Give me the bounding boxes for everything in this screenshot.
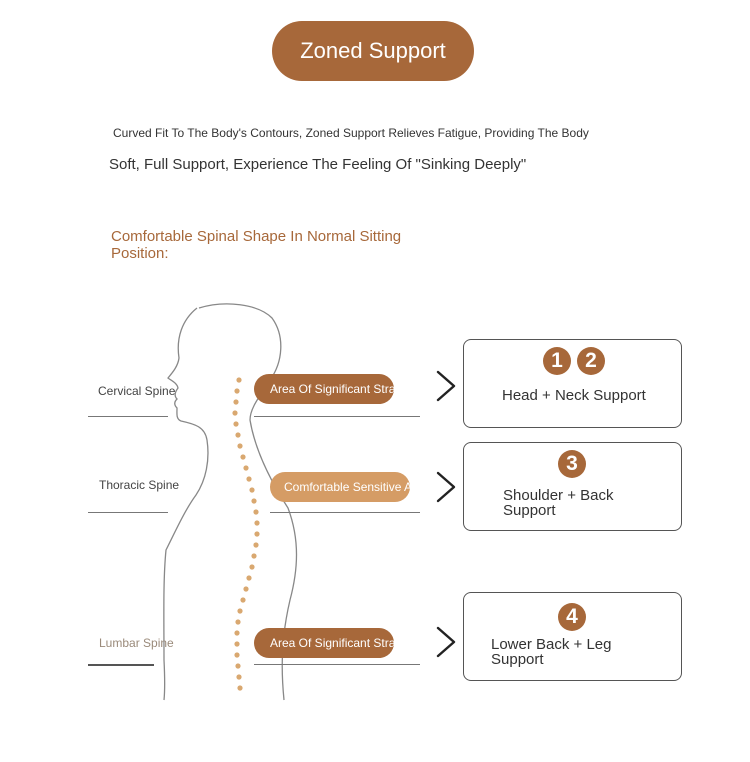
- chevron-right-icon: [436, 471, 456, 503]
- number-badge: 4: [558, 603, 586, 631]
- card-label: Lower Back + Leg Support: [491, 636, 612, 668]
- cervical-spine-label: Cervical Spine: [98, 384, 176, 398]
- zone-pill-sensitive: Comfortable Sensitive Area: [270, 472, 410, 502]
- posture-heading: Comfortable Spinal Shape In Normal Sitti…: [111, 228, 402, 262]
- thoracic-spine-label: Thoracic Spine: [99, 478, 180, 492]
- support-card-shoulder-back: 3 Shoulder + Back Support: [463, 442, 682, 531]
- support-card-lower-back-leg: 4 Lower Back + Leg Support: [463, 592, 682, 681]
- intro-line-2: Soft, Full Support, Experience The Feeli…: [109, 156, 527, 173]
- intro-line-1: Curved Fit To The Body's Contours, Zoned…: [113, 126, 589, 140]
- divider: [88, 416, 168, 417]
- number-badge: 1: [543, 347, 571, 375]
- lumbar-spine-label: Lumbar Spine: [99, 636, 174, 650]
- card-label: Head + Neck Support: [502, 387, 646, 404]
- divider: [88, 512, 168, 513]
- zone-pill-strain-lower: Area Of Significant Strain: [254, 628, 394, 658]
- support-card-head-neck: 1 2 Head + Neck Support: [463, 339, 682, 428]
- divider: [254, 664, 420, 665]
- chevron-right-icon: [436, 626, 456, 658]
- zone-pill-strain-upper: Area Of Significant Strain: [254, 374, 394, 404]
- divider: [254, 416, 420, 417]
- number-badge: 2: [577, 347, 605, 375]
- divider: [88, 664, 154, 666]
- divider: [270, 512, 420, 513]
- section-title: Zoned Support: [272, 21, 474, 81]
- chevron-right-icon: [436, 370, 456, 402]
- spine-dots: [232, 377, 260, 691]
- card-label: Shoulder + Back Support: [503, 487, 614, 519]
- number-badge: 3: [558, 450, 586, 478]
